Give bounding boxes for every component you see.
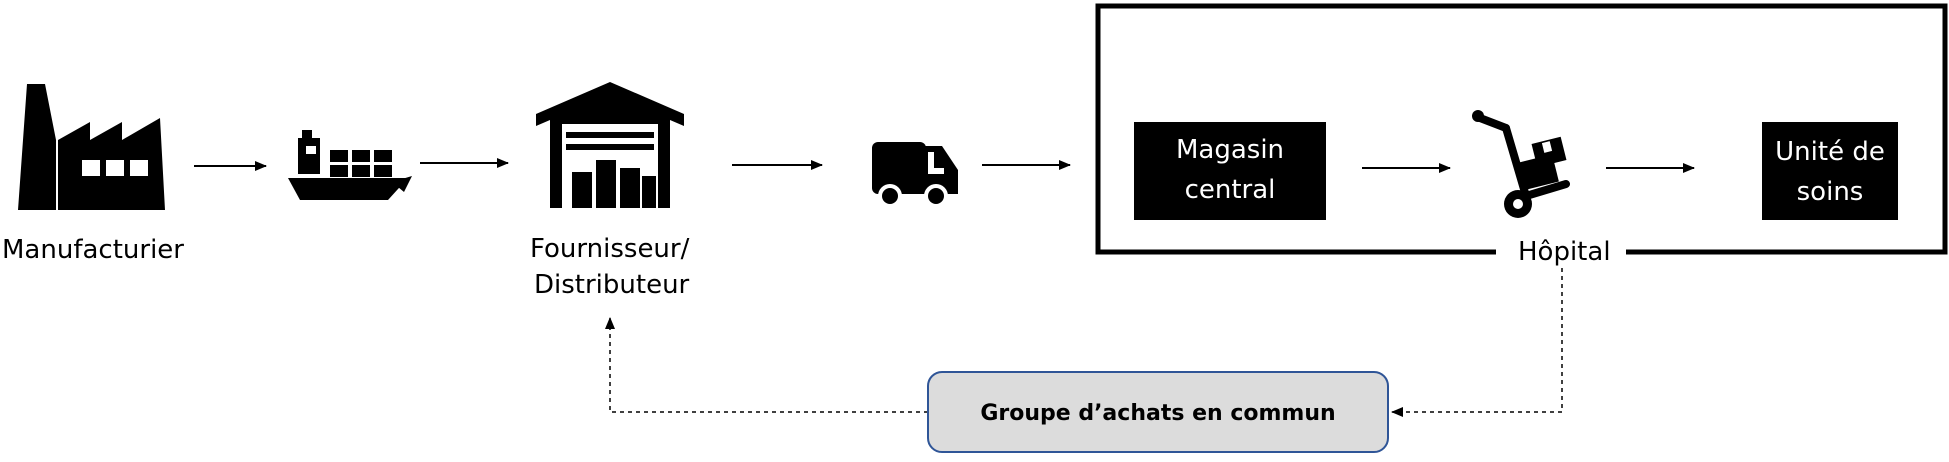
- central-store-label-line2: central: [1185, 175, 1276, 205]
- dotted-arrow-group-to-supplier: [605, 317, 928, 413]
- purchasing-group-box: Groupe d’achats en commun: [927, 371, 1389, 453]
- hand-truck-icon: [1472, 110, 1570, 218]
- warehouse-icon: [536, 82, 684, 208]
- cargo-ship-icon: [288, 130, 412, 200]
- delivery-truck-icon: [872, 142, 958, 208]
- care-unit-label-line1: Unité de: [1775, 137, 1885, 167]
- manufacturer-label: Manufacturier: [2, 235, 184, 265]
- hospital-label: Hôpital: [1518, 237, 1611, 267]
- central-store-label-line1: Magasin: [1176, 135, 1284, 165]
- care-unit-box: Unité de soins: [1762, 122, 1898, 220]
- central-store-box: Magasin central: [1134, 122, 1326, 220]
- care-unit-label-line2: soins: [1797, 177, 1864, 207]
- supplier-label-line2: Distributeur: [534, 270, 690, 300]
- hospital-boundary: [1095, 3, 1948, 255]
- factory-icon: [18, 84, 165, 210]
- supplier-label-line1: Fournisseur/: [530, 234, 690, 264]
- purchasing-group-label: Groupe d’achats en commun: [980, 401, 1335, 426]
- dotted-arrow-hospital-to-group: [1391, 268, 1563, 417]
